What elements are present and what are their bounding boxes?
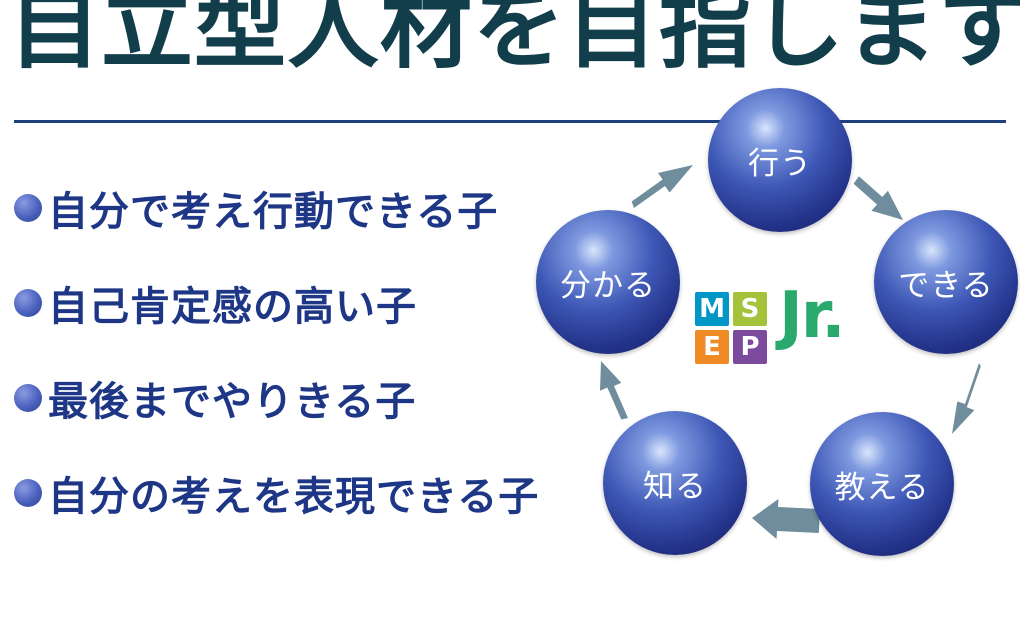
node-label: 知る bbox=[643, 468, 707, 505]
trait-item: 最後までやりきる子 bbox=[14, 350, 539, 445]
trait-text: 最後までやりきる子 bbox=[48, 378, 417, 425]
headline: 自立型人材を目指します bbox=[8, 0, 1020, 81]
bullet-icon bbox=[14, 383, 42, 412]
trait-item: 自己肯定感の高い子 bbox=[14, 255, 539, 350]
bullet-icon bbox=[14, 478, 42, 507]
bullet-icon bbox=[14, 288, 42, 317]
bullet-icon bbox=[14, 193, 42, 222]
node-label: 教える bbox=[834, 469, 930, 506]
arrow-icon bbox=[752, 499, 820, 539]
logo-jr-text: Jr. bbox=[779, 279, 846, 353]
trait-item: 自分で考え行動できる子 bbox=[14, 160, 539, 255]
arrow-icon bbox=[853, 176, 903, 220]
logo-tile-p: P bbox=[733, 330, 767, 364]
arrow-icon bbox=[952, 363, 981, 434]
trait-text: 自己肯定感の高い子 bbox=[48, 283, 417, 330]
cycle-node-do: 行う bbox=[708, 88, 852, 232]
divider bbox=[14, 120, 1006, 123]
node-label: 行う bbox=[748, 145, 812, 182]
cycle-node-teach: 教える bbox=[810, 412, 954, 556]
trait-text: 自分の考えを表現できる子 bbox=[48, 473, 540, 520]
cycle-node-know: 知る bbox=[603, 411, 747, 555]
logo-tile-e: E bbox=[695, 330, 729, 364]
trait-list: 自分で考え行動できる子 自己肯定感の高い子 最後までやりきる子 自分の考えを表現… bbox=[14, 160, 539, 540]
node-label: 分かる bbox=[560, 267, 656, 304]
node-label: できる bbox=[898, 267, 994, 304]
learning-cycle-diagram: 行う できる 教える 知る 分かる M S E P Jr. bbox=[530, 85, 1020, 560]
logo-tile-s: S bbox=[733, 292, 767, 326]
cycle-node-understand: 分かる bbox=[536, 210, 680, 354]
trait-item: 自分の考えを表現できる子 bbox=[14, 445, 539, 540]
trait-text: 自分で考え行動できる子 bbox=[48, 188, 499, 235]
msep-jr-logo: M S E P Jr. bbox=[695, 279, 880, 370]
cycle-node-can-do: できる bbox=[874, 210, 1018, 354]
cycle-arrows bbox=[600, 165, 981, 539]
arrow-icon bbox=[631, 165, 693, 208]
arrow-icon bbox=[600, 361, 628, 420]
logo-tile-m: M bbox=[695, 292, 729, 326]
